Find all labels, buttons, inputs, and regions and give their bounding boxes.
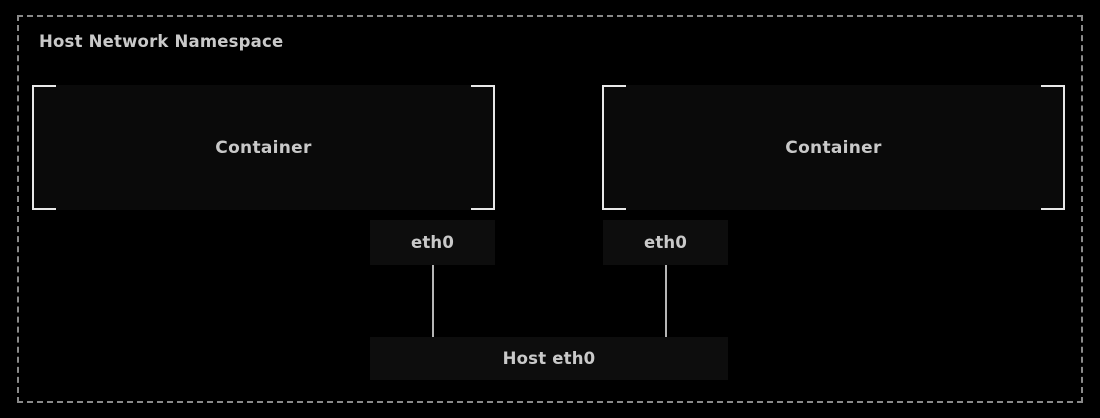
host-network-namespace-boundary bbox=[17, 15, 1083, 403]
container-box-2: Container bbox=[602, 85, 1065, 210]
host-eth0-label: Host eth0 bbox=[502, 349, 596, 368]
container-1-eth0-label: eth0 bbox=[410, 233, 455, 252]
container-2-eth0-label: eth0 bbox=[643, 233, 688, 252]
connector-line-container-1 bbox=[432, 265, 434, 337]
host-network-namespace-title: Host Network Namespace bbox=[39, 32, 284, 51]
host-eth0-box: Host eth0 bbox=[370, 337, 728, 380]
container-2-label: Container bbox=[785, 137, 882, 158]
connector-line-container-2 bbox=[665, 265, 667, 337]
container-1-eth0-box: eth0 bbox=[370, 220, 495, 265]
container-1-label: Container bbox=[215, 137, 312, 158]
container-box-1: Container bbox=[32, 85, 495, 210]
container-2-eth0-box: eth0 bbox=[603, 220, 728, 265]
